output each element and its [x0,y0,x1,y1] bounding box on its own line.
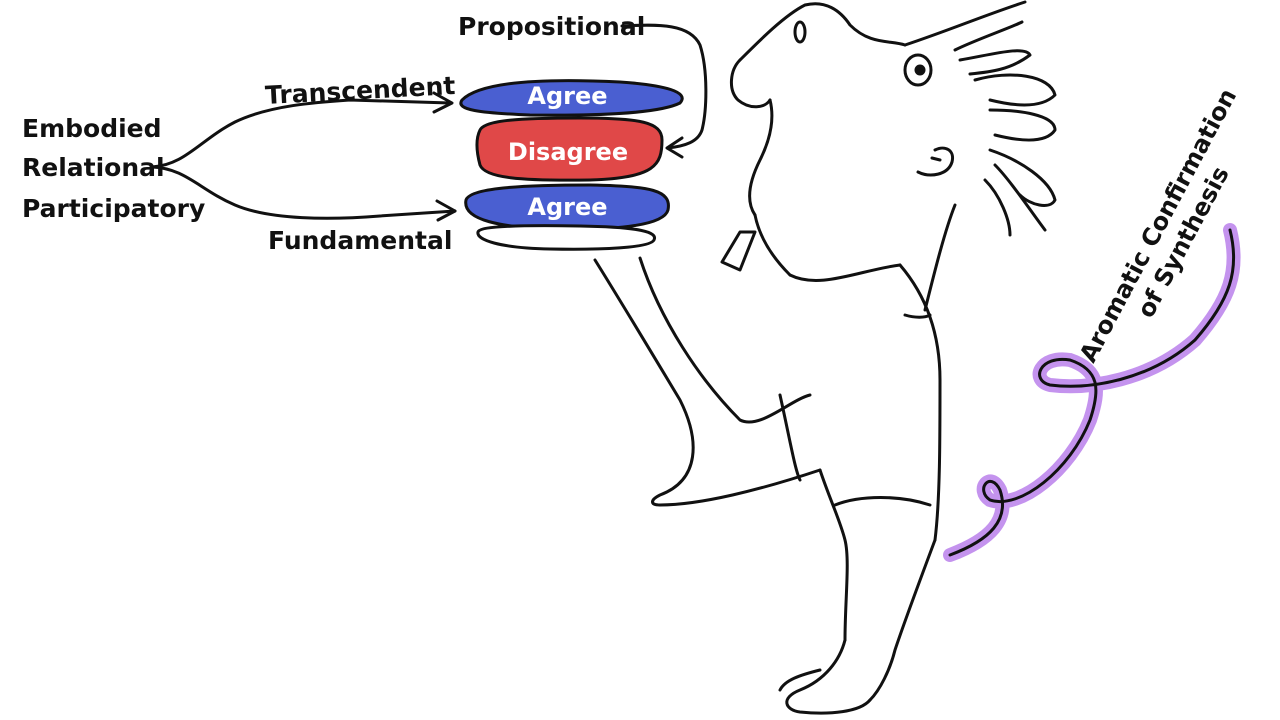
disagree-layer [475,116,664,182]
embodied-label: Embodied [22,114,162,143]
fundamental-label: Fundamental [268,226,453,255]
plate [476,224,656,251]
participatory-label: Participatory [22,194,206,223]
relational-label: Relational [22,153,165,182]
tail-icon [948,228,1236,557]
connector-lines [150,23,708,222]
tail-highlight [943,223,1241,562]
sandwich-stack [459,79,684,251]
agree-top-text: Agree [527,82,608,110]
agree-top-layer [459,79,684,117]
agree-bottom-text: Agree [527,193,608,221]
propositional-label: Propositional [458,12,646,41]
creature-icon [593,0,1057,715]
disagree-text: Disagree [507,138,629,166]
